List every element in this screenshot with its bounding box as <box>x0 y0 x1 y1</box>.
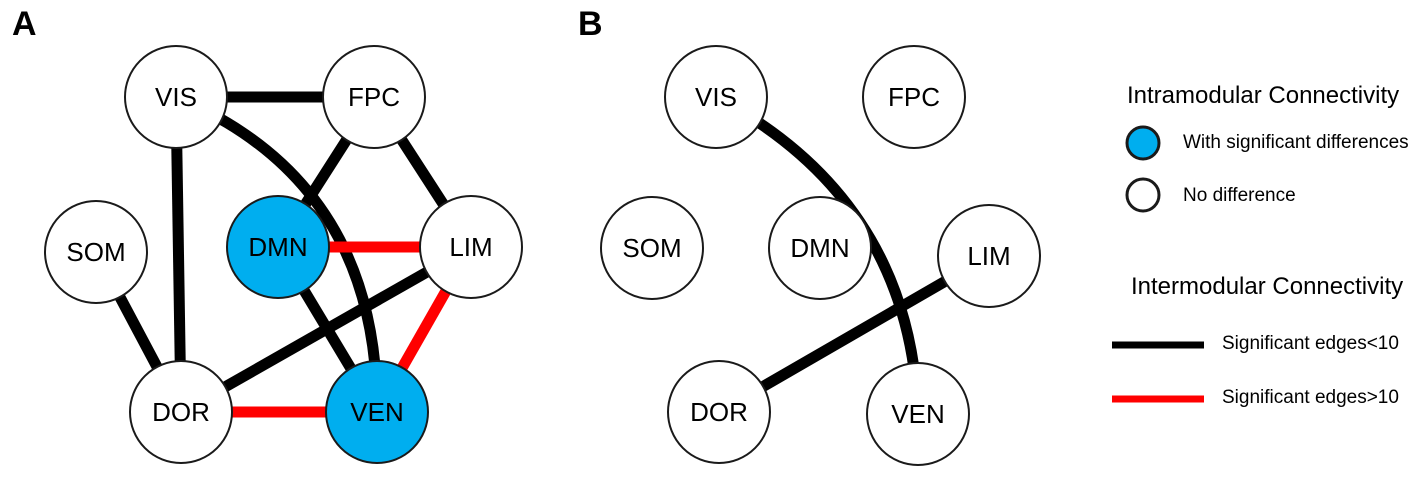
panel-a-node-fpc-label: FPC <box>348 82 400 112</box>
panel-b-node-vis: VIS <box>664 45 768 149</box>
panel-b-node-lim: LIM <box>937 204 1041 308</box>
panel-a-node-lim-label: LIM <box>449 232 492 262</box>
panel-a-node-dmn-circle <box>226 195 330 299</box>
panel-a-node-dmn: DMN <box>226 195 330 299</box>
panel-b-node-dmn: DMN <box>768 196 872 300</box>
panel-b-node-ven-label: VEN <box>891 399 944 429</box>
legend: Intramodular Connectivity With significa… <box>1112 82 1409 408</box>
legend-no-difference-node-swatch <box>1125 177 1161 213</box>
panel-a-node-ven-circle <box>325 360 429 464</box>
panel-a-node-fpc-circle <box>322 45 426 149</box>
panel-a-node-dor: DOR <box>129 360 233 464</box>
legend-edges-gt10-label: Significant edges>10 <box>1222 387 1399 408</box>
panel-a-node-lim: LIM <box>419 195 523 299</box>
panel-a-node-vis-label: VIS <box>155 82 197 112</box>
panel-a-node-dor-label: DOR <box>152 397 210 427</box>
panel-a-node-dmn-label: DMN <box>248 232 307 262</box>
panel-b-node-fpc-circle <box>862 45 966 149</box>
panel-b-nodes: VIS FPC SOM DMN LIM DOR VEN <box>600 45 1041 466</box>
panel-a-node-vis-circle <box>124 45 228 149</box>
panel-b-node-fpc-label: FPC <box>888 82 940 112</box>
panel-b-node-som-circle <box>600 196 704 300</box>
legend-edges-lt10-label: Significant edges<10 <box>1222 333 1399 354</box>
panel-b-node-vis-label: VIS <box>695 82 737 112</box>
panel-b-node-vis-circle <box>664 45 768 149</box>
panel-a-edge-lim-dor <box>178 242 474 417</box>
panel-b-node-som: SOM <box>600 196 704 300</box>
panel-a-node-fpc: FPC <box>322 45 426 149</box>
panel-b-node-som-label: SOM <box>622 233 681 263</box>
panel-b-node-dor: DOR <box>667 360 771 464</box>
panel-b-node-dor-circle <box>667 360 771 464</box>
panel-a-node-ven: VEN <box>325 360 429 464</box>
panel-a-node-ven-label: VEN <box>350 397 403 427</box>
panel-b-label: B <box>578 5 603 43</box>
panel-b-node-lim-circle <box>937 204 1041 308</box>
panel-a-node-som: SOM <box>44 200 148 304</box>
legend-no-difference-label: No difference <box>1183 185 1296 206</box>
panel-b-node-fpc: FPC <box>862 45 966 149</box>
panel-b-node-dmn-circle <box>768 196 872 300</box>
legend-with-significant-label: With significant differences <box>1183 132 1409 153</box>
panel-a-node-som-label: SOM <box>66 237 125 267</box>
panel-a-node-som-circle <box>44 200 148 304</box>
panel-b-node-ven-circle <box>866 362 970 466</box>
legend-intermodular-title: Intermodular Connectivity <box>1131 273 1403 300</box>
panel-b-node-dmn-label: DMN <box>790 233 849 263</box>
panel-b: B VIS FPC SOM DMN LIM DOR VEN <box>578 5 1041 466</box>
panel-a: A VIS FPC SOM DMN LIM DOR VEN <box>12 5 523 464</box>
panel-a-nodes: VIS FPC SOM DMN LIM DOR VEN <box>44 45 523 464</box>
panel-a-edge-vis-ven <box>173 91 383 413</box>
legend-intramodular-title: Intramodular Connectivity <box>1127 82 1399 109</box>
legend-significant-node-swatch <box>1125 125 1161 161</box>
panel-a-label: A <box>12 5 37 43</box>
panel-a-node-vis: VIS <box>124 45 228 149</box>
panel-b-node-ven: VEN <box>866 362 970 466</box>
panel-a-node-dor-circle <box>129 360 233 464</box>
panel-b-node-dor-label: DOR <box>690 397 748 427</box>
panel-a-node-lim-circle <box>419 195 523 299</box>
panel-b-node-lim-label: LIM <box>967 241 1010 271</box>
panel-a-edge-vis-dor <box>170 96 187 413</box>
